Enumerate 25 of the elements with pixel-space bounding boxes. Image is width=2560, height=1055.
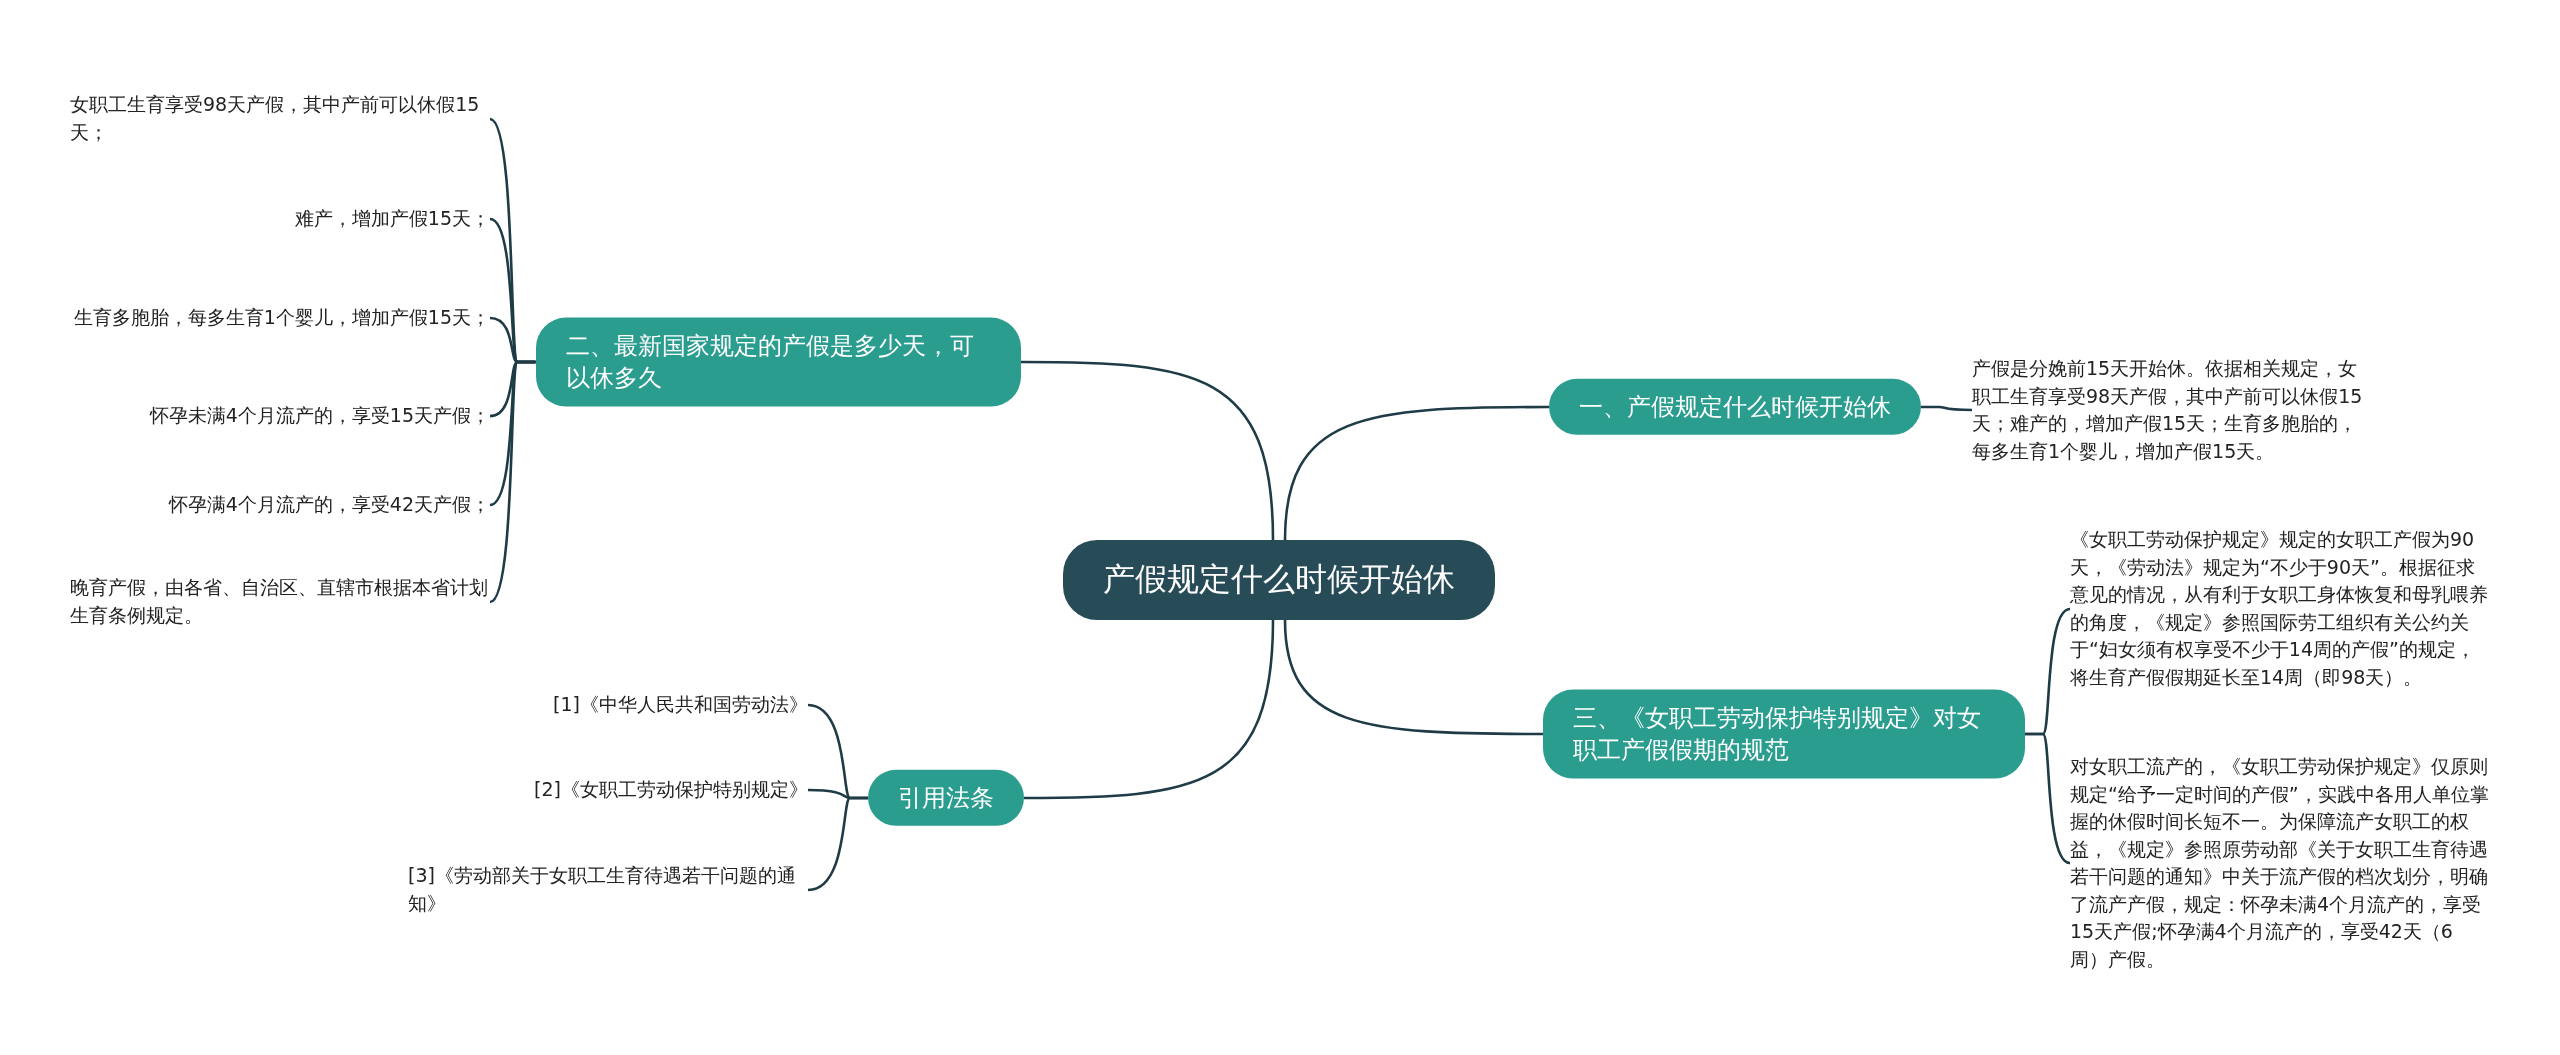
connector-line (807, 796, 868, 892)
topic-box: 一、产假规定什么时候开始休 (1549, 378, 1921, 436)
topic-box: 引用法条 (868, 769, 1024, 827)
note-text: 产假是分娩前15天开始休。依据相关规定，女职工生育享受98天产假，其中产前可以休假15天；难产的，增加产假15天；生育多胞胎的，每多生育1个婴儿，增加产假15天。 (1972, 354, 2372, 466)
note-text: [3]《劳动部关于女职工生育待遇若干问题的通知》 (408, 862, 808, 918)
note-text: [1]《中华人民共和国劳动法》 (553, 691, 808, 719)
note-text: 怀孕未满4个月流产的，享受15天产假； (149, 402, 490, 430)
note-text: 晚育产假，由各省、自治区、直辖市根据本省计划生育条例规定。 (70, 574, 490, 630)
topic-box: 二、最新国家规定的产假是多少天，可以休多久 (535, 317, 1021, 407)
topic-box: 三、《女职工劳动保护特别规定》对女职工产假假期的规范 (1543, 689, 2025, 779)
connector-line (2025, 732, 2071, 865)
central-topic-box: 产假规定什么时候开始休 (1063, 540, 1495, 620)
connector-line (1283, 619, 1543, 736)
note-text: 生育多胞胎，每多生育1个婴儿，增加产假15天； (73, 304, 490, 332)
note-text: 难产，增加产假15天； (294, 205, 490, 233)
note-text: 怀孕满4个月流产的，享受42天产假； (168, 491, 490, 519)
connector-line (1921, 405, 1972, 412)
note-text: 《女职工劳动保护规定》规定的女职工产假为90天，《劳动法》规定为“不少于90天”。根据征求意见的情况，从有利于女职工身体恢复和母乳喂养的角度，《规定》参照国际劳工组织有关公约关于“妇女须有权享受不少于14周的产假”的规定，将生育产假假期延长至14周（即98天）。 (2070, 526, 2490, 692)
note-text: 对女职工流产的，《女职工劳动保护规定》仅原则规定“给予一定时间的产假”，实践中各用人单位掌握的休假时间长短不一。为保障流产女职工的权益，《规定》参照原劳动部《关于女职工生育待遇若干问题的通知》中关于流产假的档次划分，明确了流产产假，规定：怀孕未满4个月流产的，享受15天产假;怀孕满4个月流产的，享受42天（6周）产假。 (2070, 752, 2490, 974)
connector-line (1020, 360, 1275, 541)
connector-line (1283, 405, 1549, 541)
note-text: 女职工生育享受98天产假，其中产前可以休假15天； (70, 91, 490, 147)
connector-line (489, 360, 536, 603)
note-text: [2]《女职工劳动保护特别规定》 (534, 776, 808, 804)
connector-line (1024, 619, 1275, 800)
